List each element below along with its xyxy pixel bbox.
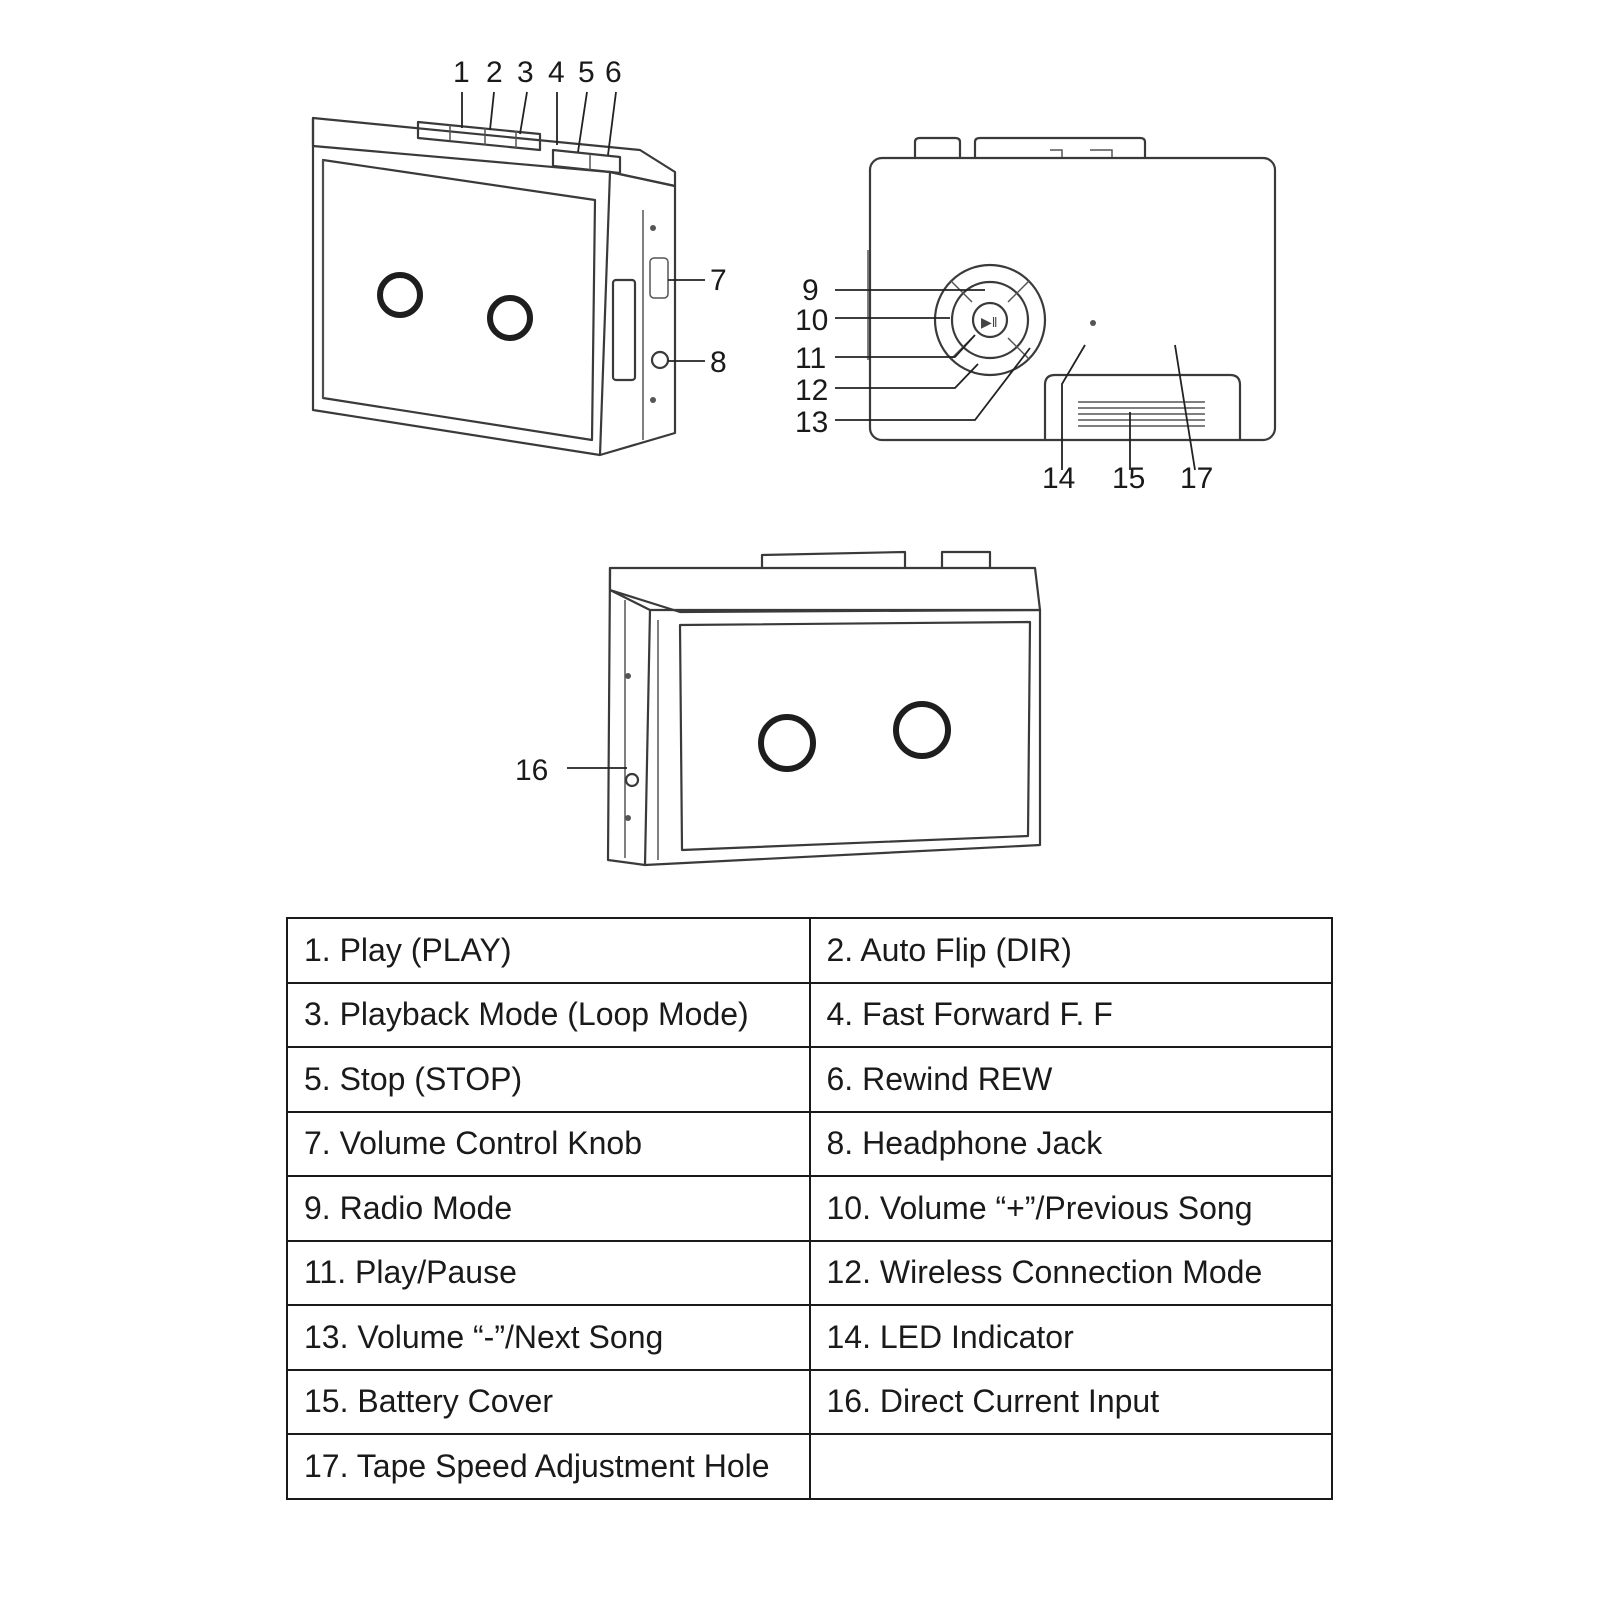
legend-cell: 6. Rewind REW bbox=[808, 1046, 1333, 1113]
callout-8: 8 bbox=[710, 346, 727, 379]
legend-row: 11. Play/Pause 12. Wireless Connection M… bbox=[286, 1239, 1333, 1306]
callout-10: 10 bbox=[795, 304, 828, 337]
side-view-device bbox=[606, 550, 1042, 867]
front-view-device bbox=[311, 116, 677, 457]
callout-14: 14 bbox=[1042, 462, 1075, 495]
legend-row: 5. Stop (STOP) 6. Rewind REW bbox=[286, 1046, 1333, 1113]
legend-cell: 7. Volume Control Knob bbox=[286, 1110, 811, 1177]
reel-right bbox=[487, 295, 533, 341]
legend-cell: 9. Radio Mode bbox=[286, 1175, 811, 1242]
legend-row: 17. Tape Speed Adjustment Hole bbox=[286, 1433, 1333, 1500]
legend-row: 13. Volume “-”/Next Song 14. LED Indicat… bbox=[286, 1304, 1333, 1371]
callout-9: 9 bbox=[802, 274, 819, 307]
legend-cell: 15. Battery Cover bbox=[286, 1368, 811, 1435]
legend-cell: 17. Tape Speed Adjustment Hole bbox=[286, 1433, 811, 1500]
callout-15: 15 bbox=[1112, 462, 1145, 495]
callout-16-17: 17 bbox=[1180, 462, 1213, 495]
dpad-outer bbox=[933, 263, 1047, 377]
legend-cell: 12. Wireless Connection Mode bbox=[808, 1239, 1333, 1306]
legend-cell: 16. Direct Current Input bbox=[808, 1368, 1333, 1435]
legend-cell: 1. Play (PLAY) bbox=[286, 917, 811, 984]
legend-cell: 8. Headphone Jack bbox=[808, 1110, 1333, 1177]
legend-row: 15. Battery Cover 16. Direct Current Inp… bbox=[286, 1368, 1333, 1435]
legend-cell: 10. Volume “+”/Previous Song bbox=[808, 1175, 1333, 1242]
callout-16: 16 bbox=[515, 754, 548, 787]
led-dot bbox=[1090, 320, 1096, 326]
play-pause-center bbox=[971, 301, 1009, 339]
callout-11: 11 bbox=[795, 342, 826, 375]
legend-row: 1. Play (PLAY) 2. Auto Flip (DIR) bbox=[286, 917, 1333, 984]
legend-cell bbox=[808, 1433, 1333, 1500]
callout-2: 2 bbox=[486, 56, 503, 89]
cassette-player-diagram: 1 2 3 4 5 6 7 8 ▶‖ bbox=[311, 56, 1277, 867]
legend-row: 9. Radio Mode 10. Volume “+”/Previous So… bbox=[286, 1175, 1333, 1242]
legend-cell: 4. Fast Forward F. F bbox=[808, 981, 1333, 1048]
callout-5: 5 bbox=[578, 56, 595, 89]
reel-right-side bbox=[893, 701, 951, 759]
callout-4: 4 bbox=[548, 56, 565, 89]
callout-3: 3 bbox=[517, 56, 534, 89]
reel-left-side bbox=[758, 714, 816, 772]
callout-1: 1 bbox=[453, 56, 470, 89]
legend-cell: 5. Stop (STOP) bbox=[286, 1046, 811, 1113]
legend-cell: 14. LED Indicator bbox=[808, 1304, 1333, 1371]
legend-cell: 2. Auto Flip (DIR) bbox=[808, 917, 1333, 984]
dc-input-port bbox=[624, 772, 640, 788]
svg-text:▶‖: ▶‖ bbox=[981, 314, 998, 330]
legend-row: 3. Playback Mode (Loop Mode) 4. Fast For… bbox=[286, 981, 1333, 1048]
callout-12: 12 bbox=[795, 374, 828, 407]
back-view-device: ▶‖ bbox=[867, 136, 1277, 442]
callout-7: 7 bbox=[710, 264, 727, 297]
callout-6: 6 bbox=[605, 56, 622, 89]
legend-cell: 3. Playback Mode (Loop Mode) bbox=[286, 981, 811, 1048]
legend-table: 1. Play (PLAY) 2. Auto Flip (DIR) 3. Pla… bbox=[286, 917, 1333, 1500]
legend-row: 7. Volume Control Knob 8. Headphone Jack bbox=[286, 1110, 1333, 1177]
callout-13: 13 bbox=[795, 406, 828, 439]
reel-left bbox=[377, 272, 423, 318]
legend-cell: 11. Play/Pause bbox=[286, 1239, 811, 1306]
legend-cell: 13. Volume “-”/Next Song bbox=[286, 1304, 811, 1371]
